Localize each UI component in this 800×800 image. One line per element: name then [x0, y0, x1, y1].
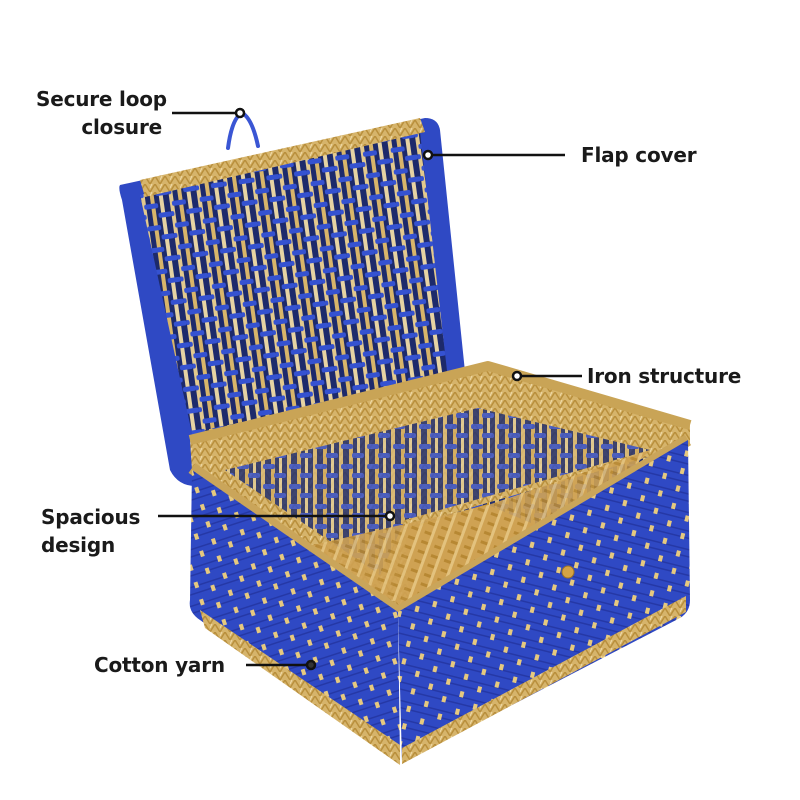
callout-text-line: Flap cover [581, 143, 697, 167]
callout-text-line: Iron structure [587, 364, 742, 388]
basket-side-front [398, 440, 690, 762]
callout-text-line: Spacious [41, 505, 141, 529]
front-knob [561, 565, 575, 579]
callout-cotton-yarn: Cotton yarn [94, 651, 225, 679]
callout-secure-loop-closure: Secure loop closure [36, 85, 167, 141]
callout-iron-structure: Iron structure [587, 362, 741, 390]
callout-flap-cover: Flap cover [581, 141, 697, 169]
callout-text-line: closure [81, 115, 162, 139]
callout-text-line: Cotton yarn [94, 653, 225, 677]
loop-closure [226, 110, 260, 150]
callout-text-line: design [41, 533, 115, 557]
callout-spacious-design: Spacious design [41, 503, 140, 559]
callout-lines [158, 107, 582, 671]
callout-text-line: Secure loop [36, 87, 167, 111]
basket-side-left [189, 470, 400, 760]
